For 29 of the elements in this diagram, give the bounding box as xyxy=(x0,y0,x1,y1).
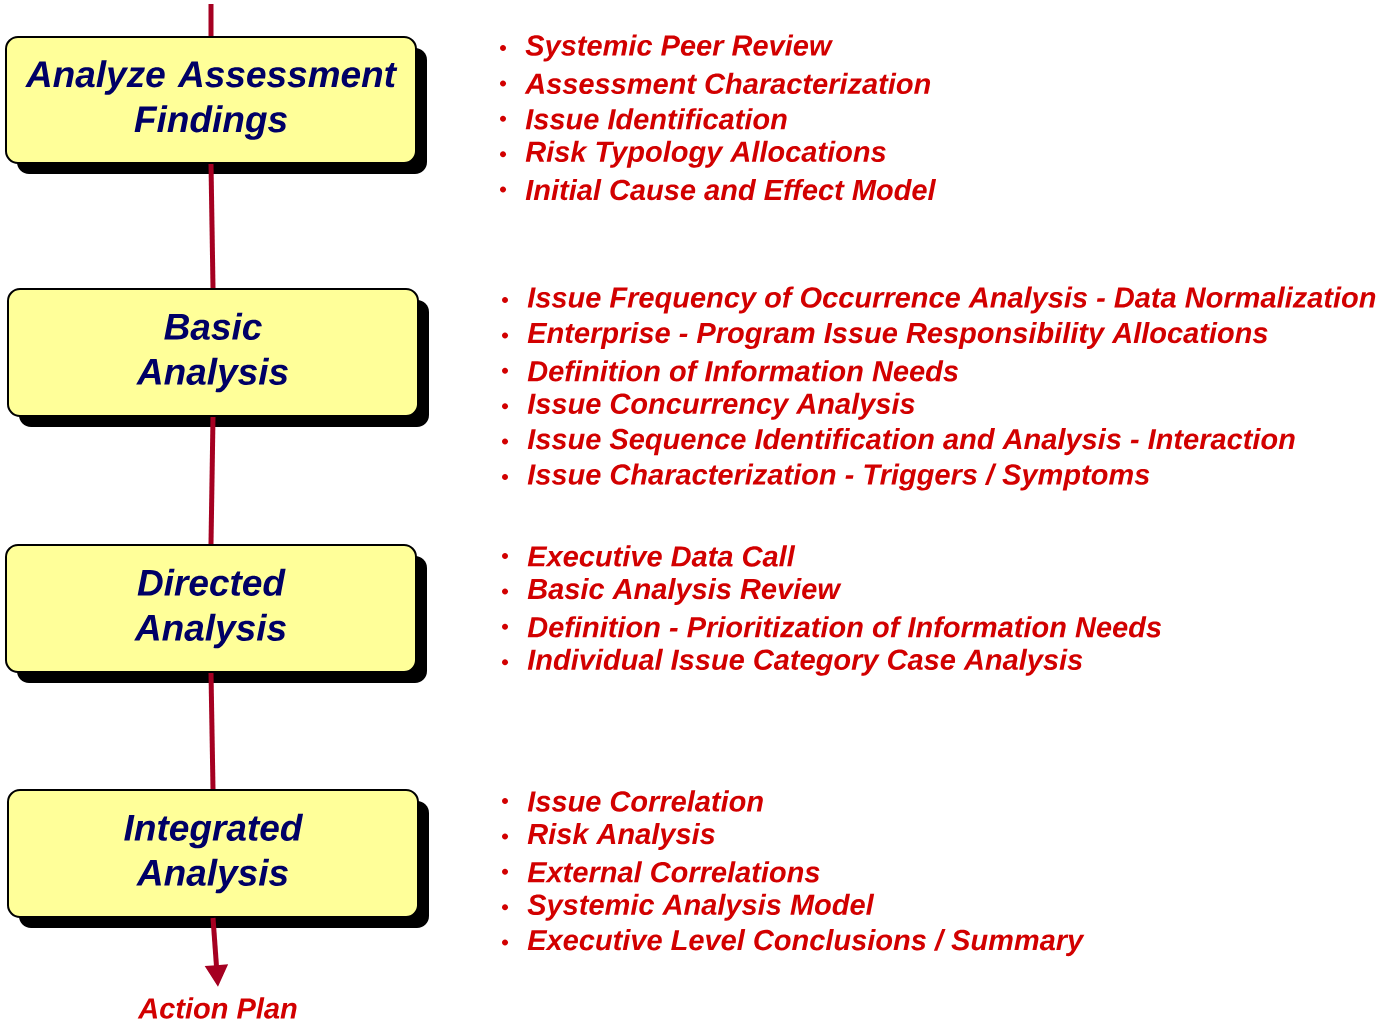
bullet-item: Issue Sequence Identification and Analysis - Interaction xyxy=(527,428,1295,456)
bullet-item: Definition - Prioritization of Information Needs xyxy=(527,616,1162,638)
bullet-item: Issue Concurrency Analysis xyxy=(527,392,915,420)
process-box: Directed Analysis xyxy=(5,544,427,683)
bullet-item: Issue Frequency of Occurrence Analysis - Data Normalization xyxy=(527,286,1376,314)
connector-line xyxy=(208,4,214,36)
bullet-item: Executive Data Call xyxy=(527,545,796,567)
process-box: Integrated Analysis xyxy=(7,789,429,928)
bullet-item: Risk Typology Allocations xyxy=(525,140,886,168)
bullet-item: Systemic Analysis Model xyxy=(527,893,875,921)
bullet-item: Systemic Peer Review xyxy=(525,34,833,62)
bullet-item: Initial Cause and Effect Model xyxy=(525,178,937,201)
connector-line xyxy=(208,672,216,790)
process-box: Analyze Assessment Findings xyxy=(5,36,427,174)
bullet-item: Risk Analysis xyxy=(527,822,715,850)
bullet-item: Issue Identification xyxy=(525,108,787,130)
bullet-item: Assessment Characterization xyxy=(524,72,931,95)
end-label: Action Plan xyxy=(137,997,297,1019)
bullet-item: Definition of Information Needs xyxy=(527,360,958,382)
connector-line xyxy=(208,163,216,289)
bullet-item: Basic Analysis Review xyxy=(527,577,842,605)
bullet-item: External Correlations xyxy=(527,861,820,883)
bullet-item: Issue Characterization - Triggers / Symptoms xyxy=(527,463,1150,491)
bullet-item: Enterprise - Program Issue Responsibility Allocations xyxy=(527,321,1268,349)
bullet-item: Issue Correlation xyxy=(527,790,763,812)
process-box: Basic Analysis xyxy=(7,288,429,427)
connector-line xyxy=(208,416,216,545)
bullet-item: Individual Issue Category Case Analysis xyxy=(527,648,1083,676)
bullet-item: Executive Level Conclusions / Summary xyxy=(527,929,1085,957)
